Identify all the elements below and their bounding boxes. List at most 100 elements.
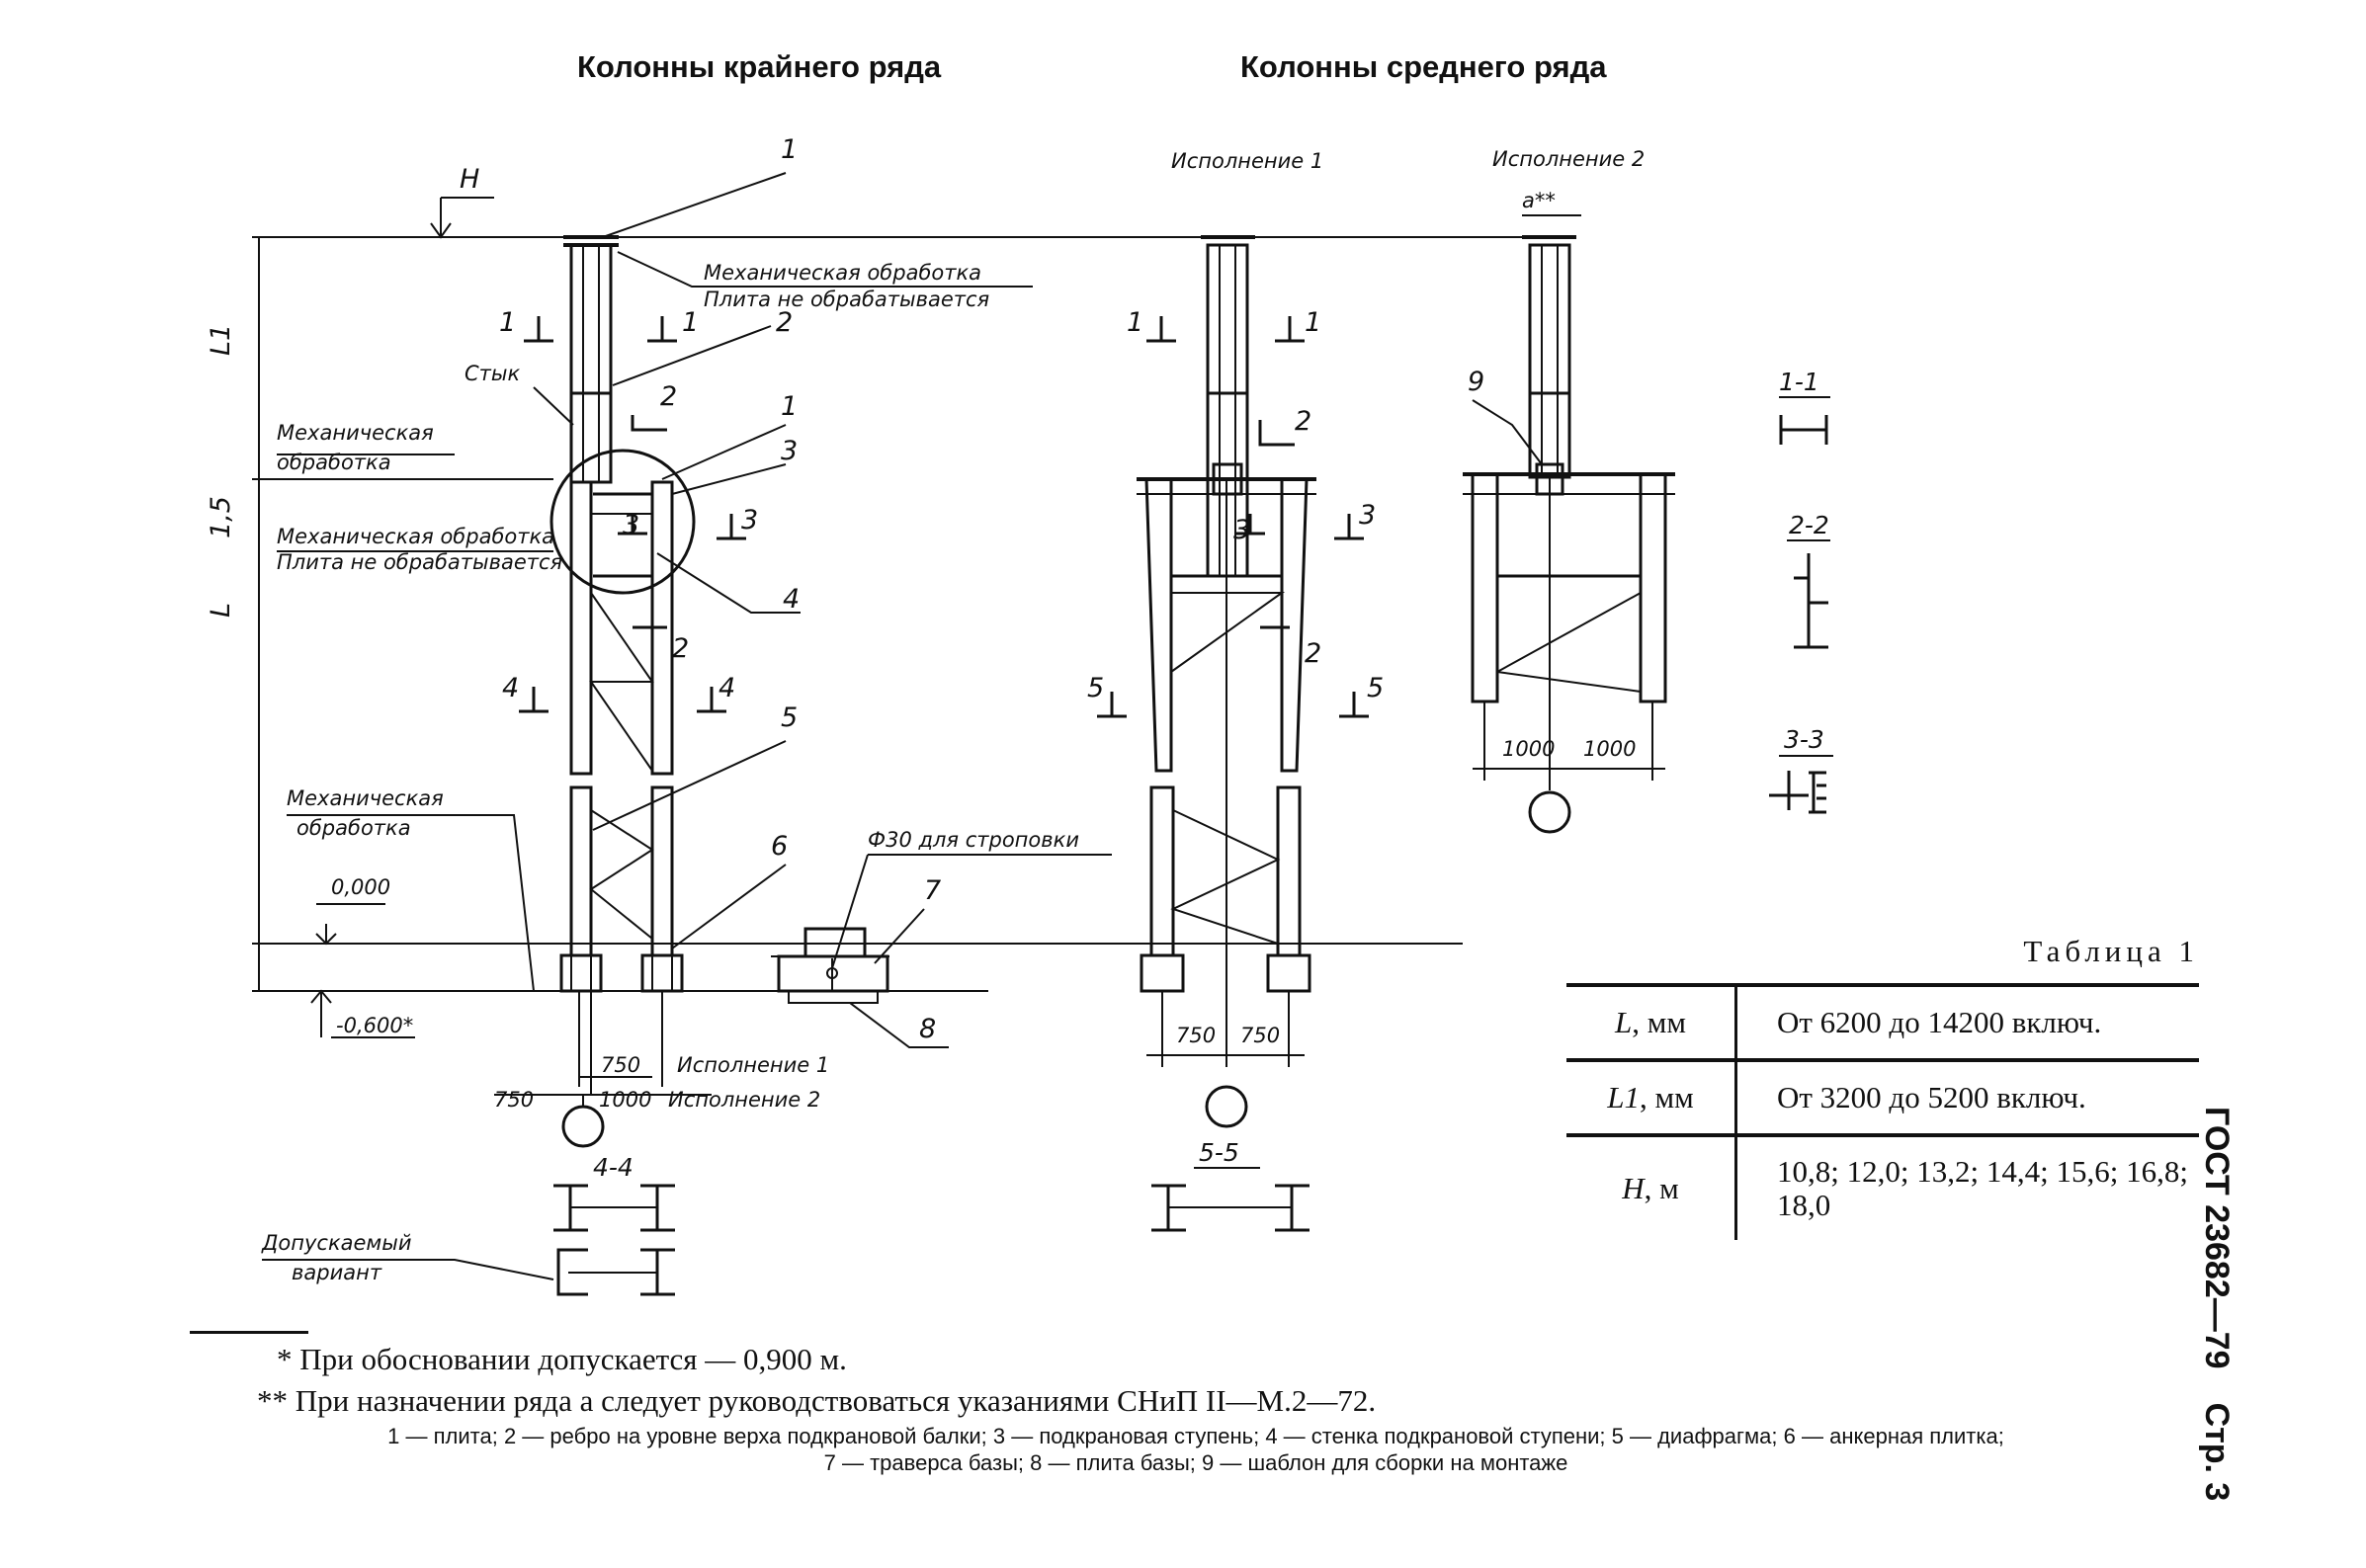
h-mark	[430, 197, 494, 239]
label-h: H	[460, 164, 479, 195]
dim-1000-a: 1000	[599, 1088, 651, 1112]
svg-text:5: 5	[1087, 673, 1104, 703]
label-allowed-2: вариант	[292, 1261, 382, 1284]
label-mech-plate: Механическая обработка	[704, 261, 981, 285]
callout-1b: 1	[781, 391, 798, 422]
svg-text:3: 3	[741, 505, 758, 536]
table-unit-h: , м	[1644, 1171, 1679, 1205]
callout-3a: 3	[781, 436, 798, 466]
table-value-l: От 6200 до 14200 включ.	[1777, 1005, 2102, 1039]
label-allowed: Допускаемый	[261, 1231, 412, 1255]
table-1: Таблица 1 L, мм От 6200 до 14200 включ. …	[1566, 934, 2199, 1240]
section-2-2: 2-2	[1789, 511, 1829, 539]
axis-marker-var2	[1528, 790, 1571, 834]
joint-circle	[549, 449, 696, 595]
table-value-h: 10,8; 12,0; 13,2; 14,4; 15,6; 16,8; 18,0	[1777, 1154, 2188, 1222]
table-row: L, мм От 6200 до 14200 включ.	[1566, 985, 2199, 1060]
label-mech-left: Механическая	[277, 421, 434, 445]
section-1-1-shape	[1779, 415, 1828, 445]
label-var2-small: Исполнение 2	[668, 1088, 820, 1112]
svg-text:3: 3	[1233, 515, 1250, 545]
label-sling: Ф30 для строповки	[868, 828, 1079, 852]
dim-750-b: 750	[494, 1088, 534, 1112]
base-detail	[771, 927, 889, 1004]
section-5-5-shape	[1151, 1184, 1310, 1232]
middle-column-var1	[1137, 235, 1316, 1128]
table-key-l: L	[1615, 1005, 1633, 1039]
footnote-rule	[190, 1331, 308, 1334]
section-4-4: 4-4	[593, 1153, 634, 1182]
svg-text:3: 3	[623, 510, 639, 540]
section-3-3: 3-3	[1784, 725, 1824, 754]
callout-5a: 5	[781, 702, 798, 733]
label-a: a**	[1522, 189, 1556, 212]
section-2-2-shape	[1794, 553, 1828, 649]
label-mech-lower-2: обработка	[296, 816, 411, 840]
axis-marker	[561, 1105, 605, 1148]
dim-750-a: 750	[601, 1053, 640, 1077]
callout-9: 9	[1468, 367, 1484, 397]
label-level-minus: -0,600*	[336, 1014, 413, 1037]
svg-text:1: 1	[1305, 307, 1321, 338]
dim-750-c: 750	[1176, 1024, 1216, 1047]
outer-column	[494, 235, 712, 1148]
svg-text:1: 1	[682, 307, 699, 338]
table-key-l1: L1	[1607, 1080, 1640, 1114]
svg-text:1: 1	[1127, 307, 1143, 338]
table-row: H, м 10,8; 12,0; 13,2; 14,4; 15,6; 16,8;…	[1566, 1135, 2199, 1240]
svg-text:2: 2	[660, 381, 677, 412]
stamp-page: Стр. 3	[2198, 1402, 2236, 1502]
table-value-l1: От 3200 до 5200 включ.	[1777, 1080, 2086, 1114]
callout-8: 8	[919, 1014, 936, 1044]
label-mech-plate-left-2: Плита не обрабатывается	[277, 550, 562, 574]
table-unit-l: , мм	[1632, 1005, 1686, 1039]
label-mech-lower: Механическая	[287, 786, 444, 810]
title-outer-row: Колонны крайнего ряда	[577, 49, 942, 84]
section-1-1: 1-1	[1779, 368, 1819, 396]
footnote-double-star: ** При назначении ряда a следует руковод…	[257, 1383, 1377, 1418]
stamp-doc: ГОСТ 23682—79	[2198, 1107, 2236, 1369]
label-variant-2: Исполнение 2	[1492, 147, 1645, 171]
svg-text:2: 2	[1305, 638, 1321, 669]
table-row: L1, мм От 3200 до 5200 включ.	[1566, 1060, 2199, 1135]
footnote-star: * При обосновании допускается — 0,900 м.	[277, 1342, 847, 1376]
dim-1000-c: 1000	[1583, 737, 1636, 761]
section-marks-outer: 1 1 2 3 3 2 4 4	[499, 307, 758, 713]
callout-2a: 2	[776, 307, 793, 338]
section-3-3-shape	[1769, 771, 1826, 814]
callout-1a: 1	[781, 134, 798, 165]
svg-text:4: 4	[502, 673, 519, 703]
section-5-5: 5-5	[1199, 1138, 1239, 1167]
callout-4a: 4	[783, 584, 800, 615]
label-var1-small: Исполнение 1	[677, 1053, 829, 1077]
label-variant-1: Исполнение 1	[1171, 149, 1323, 173]
label-mech-plate-2: Плита не обрабатывается	[704, 288, 989, 311]
label-mech-plate-left: Механическая обработка	[277, 525, 554, 548]
axis-marker-var1	[1205, 1085, 1248, 1128]
dim-750-d: 750	[1240, 1024, 1280, 1047]
middle-column-var2	[1463, 235, 1675, 834]
svg-text:1: 1	[499, 307, 516, 338]
callout-7: 7	[924, 875, 941, 906]
table-unit-l1: , мм	[1640, 1080, 1694, 1114]
section-4-4-shape	[553, 1184, 675, 1232]
section-allowed-shape	[556, 1248, 675, 1296]
table-key-h: H	[1622, 1171, 1645, 1205]
label-joint: Стык	[465, 362, 520, 385]
label-level-0: 0,000	[331, 875, 390, 899]
label-dim-15: 1,5	[206, 496, 236, 538]
label-l1: L1	[206, 324, 236, 356]
svg-text:2: 2	[1295, 406, 1311, 437]
svg-text:2: 2	[672, 633, 689, 664]
legend: 1 — плита; 2 — ребро на уровне верха под…	[387, 1424, 2004, 1475]
svg-text:4: 4	[718, 673, 735, 703]
svg-text:3: 3	[1359, 500, 1376, 531]
label-l: L	[206, 603, 236, 618]
gost-stamp: ГОСТ 23682—79Стр. 3	[2186, 1107, 2236, 1501]
table-caption: Таблица 1	[2023, 934, 2199, 968]
svg-text:5: 5	[1367, 673, 1384, 703]
section-marks-var1: 1 1 2 3 3 2 5 5	[1087, 307, 1384, 718]
dim-1000-b: 1000	[1502, 737, 1555, 761]
callout-6a: 6	[771, 831, 788, 862]
